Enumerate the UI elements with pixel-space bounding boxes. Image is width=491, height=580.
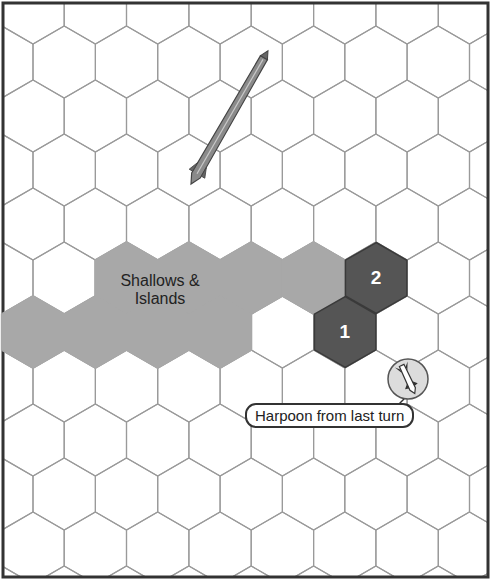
missile-marker (183, 46, 276, 188)
missile-icon (388, 359, 428, 399)
hex-grid (4, 4, 487, 576)
map-frame (3, 3, 488, 577)
highlighted-hex: 1 (314, 296, 376, 368)
region-label: Shallows & Islands (95, 272, 225, 309)
callout-box: Harpoon from last turn (245, 403, 414, 428)
callout-text: Harpoon from last turn (255, 407, 404, 424)
shallows-region: Shallows & Islands (30, 240, 318, 370)
hex-number: 1 (339, 321, 350, 343)
hex-number: 2 (371, 267, 382, 289)
